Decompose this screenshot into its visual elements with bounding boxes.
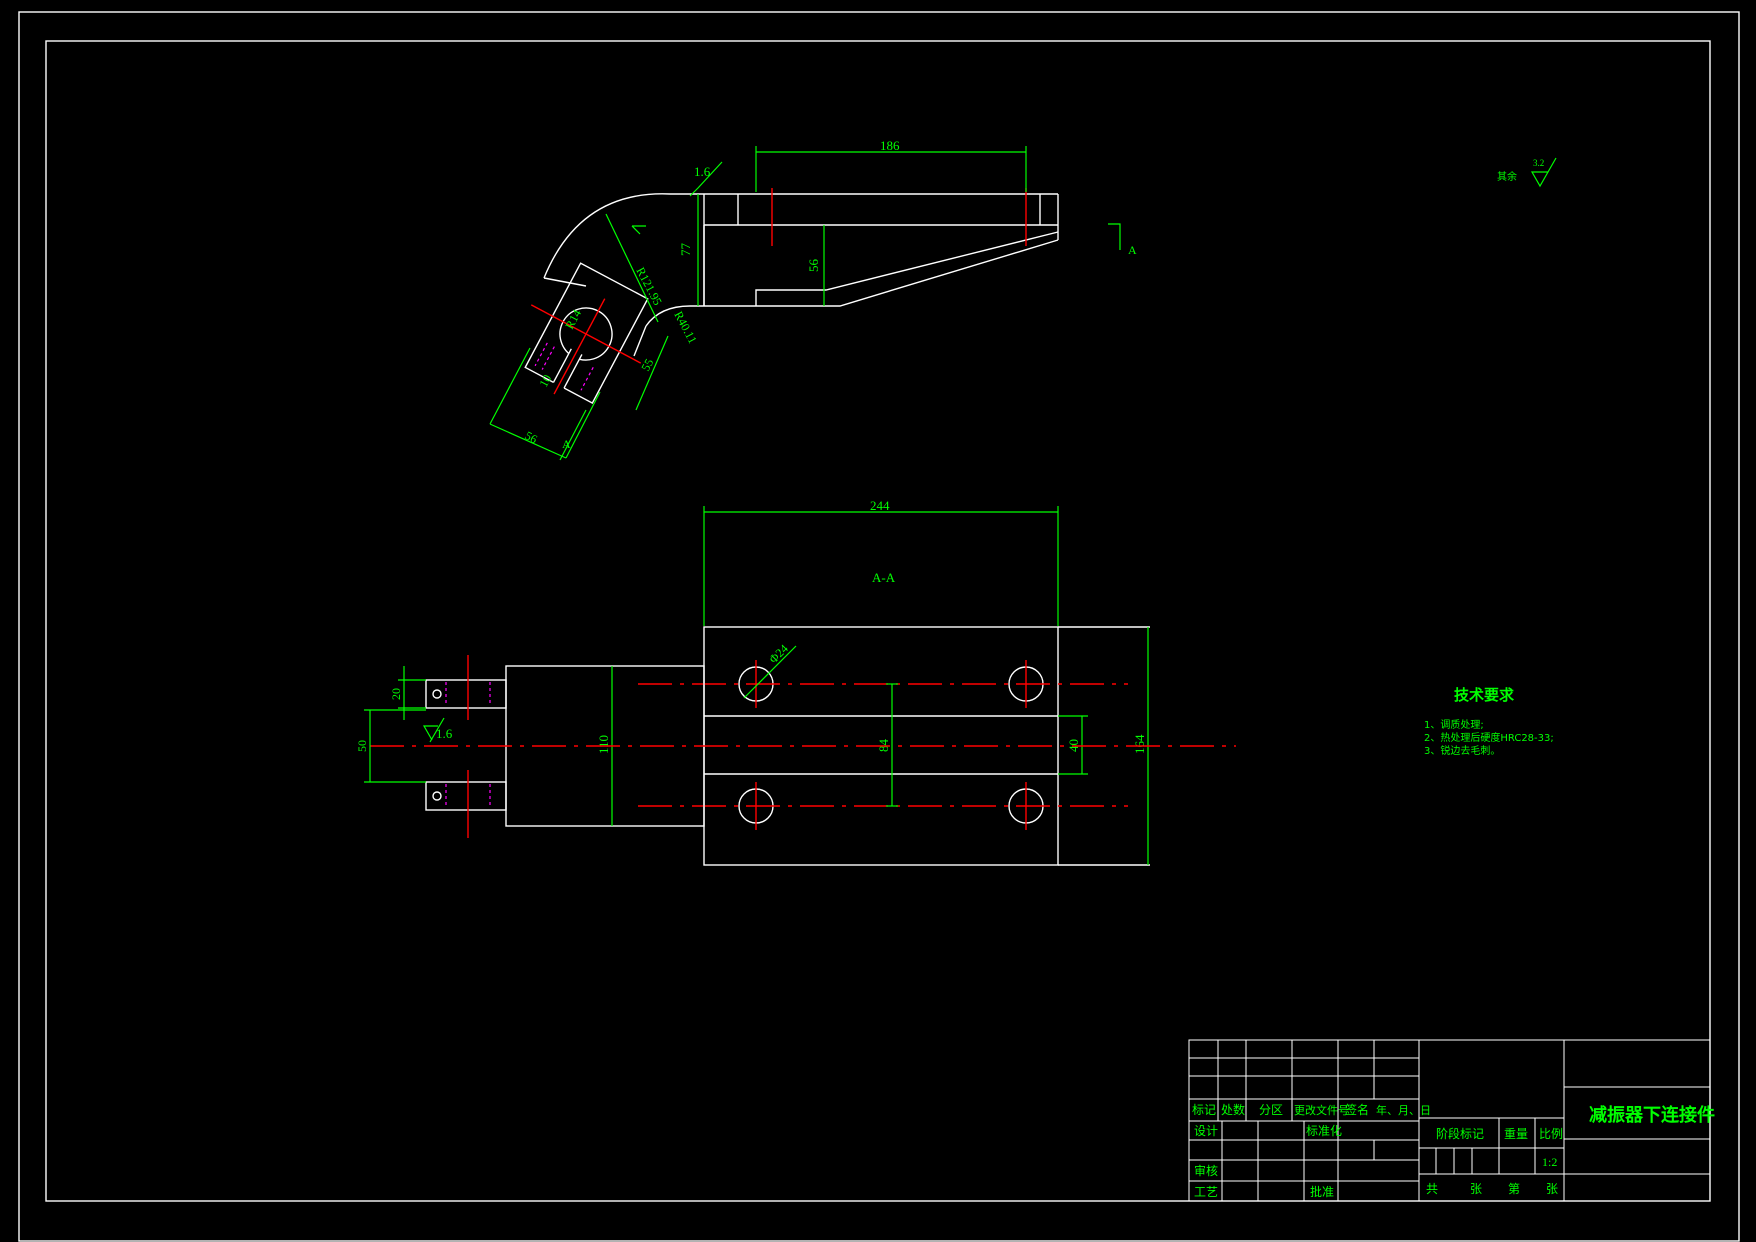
arm-taper — [704, 239, 1059, 307]
roughness-note-label: 其余 — [1497, 170, 1517, 183]
section-label: A-A — [872, 570, 896, 585]
bottom-view: A-A 244 164 40 84 Φ24 — [355, 498, 1236, 866]
tb-part-name: 减振器下连接件 — [1589, 1104, 1715, 1126]
tech-heading: 技术要求 — [1454, 686, 1515, 704]
lug-top — [425, 679, 507, 709]
tb-sheets-2: 张 — [1546, 1182, 1558, 1196]
roughness-1-6-top: 1.6 — [694, 164, 711, 179]
tb-count: 处数 — [1221, 1102, 1245, 1117]
tech-item-2: 2、热处理后硬度HRC28-33; — [1424, 731, 1554, 744]
dim-r40: R40.11 — [671, 309, 700, 346]
tech-item-3: 3、锐边去毛刺。 — [1424, 744, 1500, 757]
dim-56: 56 — [806, 259, 821, 273]
dim-56b: 56 — [523, 428, 540, 446]
dim-55: 55 — [638, 356, 656, 373]
dim-50: 50 — [355, 740, 369, 752]
tb-mark: 标记 — [1192, 1103, 1216, 1117]
tb-zone: 分区 — [1259, 1103, 1283, 1117]
tb-review: 审核 — [1194, 1163, 1218, 1178]
tech-item-1: 1、调质处理; — [1424, 719, 1484, 731]
dim-164: 164 — [1132, 734, 1147, 754]
roughness-note-value: 3.2 — [1533, 158, 1544, 168]
dim-110: 110 — [596, 735, 611, 754]
dim-phi24: Φ24 — [766, 642, 791, 667]
tb-approve: 批准 — [1310, 1184, 1334, 1199]
dim-r121: R121.95 — [633, 265, 665, 308]
tb-doc-no: 更改文件号 — [1294, 1103, 1349, 1117]
tb-sign: 签名 — [1345, 1102, 1369, 1117]
title-block-text: 标记 处数 分区 更改文件号 签名 年、月、日 设计 标准化 审核 工艺 批准 … — [1192, 1102, 1715, 1199]
tb-total: 共 — [1426, 1182, 1438, 1196]
tb-scale-value: 1:2 — [1542, 1155, 1557, 1169]
section-mark-a-1: A — [562, 437, 571, 451]
lug-bottom — [425, 781, 507, 811]
dim-186: 186 — [880, 138, 900, 153]
tb-scale-label: 比例 — [1539, 1127, 1563, 1141]
dim-10: 10 — [536, 372, 554, 389]
top-view: 186 77 56 R121.95 R40.11 R14 10 55 56 A … — [489, 138, 1137, 461]
outer-border — [18, 11, 1740, 1242]
tb-date: 年、月、日 — [1376, 1103, 1431, 1117]
inner-arc — [645, 305, 704, 327]
tech-requirements: 技术要求 1、调质处理; 2、热处理后硬度HRC28-33; 3、锐边去毛刺。 — [1424, 686, 1554, 757]
inner-border — [45, 40, 1711, 1202]
dim-20: 20 — [389, 688, 403, 700]
tb-standard: 标准化 — [1306, 1124, 1342, 1138]
section-mark-a-2: A — [1128, 243, 1137, 257]
tb-nth: 第 — [1508, 1182, 1520, 1196]
tb-weight: 重量 — [1504, 1127, 1528, 1141]
roughness-1-6-bottom: 1.6 — [436, 726, 453, 741]
tb-stage-mark: 阶段标记 — [1436, 1126, 1484, 1141]
dim-r14: R14 — [562, 307, 584, 331]
dim-77: 77 — [678, 243, 693, 257]
tb-sheets-1: 张 — [1470, 1182, 1482, 1196]
title-block — [1188, 1039, 1711, 1202]
roughness-note: 其余 3.2 — [1497, 157, 1557, 188]
outer-arc — [543, 193, 704, 279]
dim-84: 84 — [876, 739, 891, 753]
dim-244: 244 — [870, 498, 890, 513]
tb-process: 工艺 — [1194, 1185, 1218, 1199]
tb-design: 设计 — [1194, 1124, 1218, 1138]
